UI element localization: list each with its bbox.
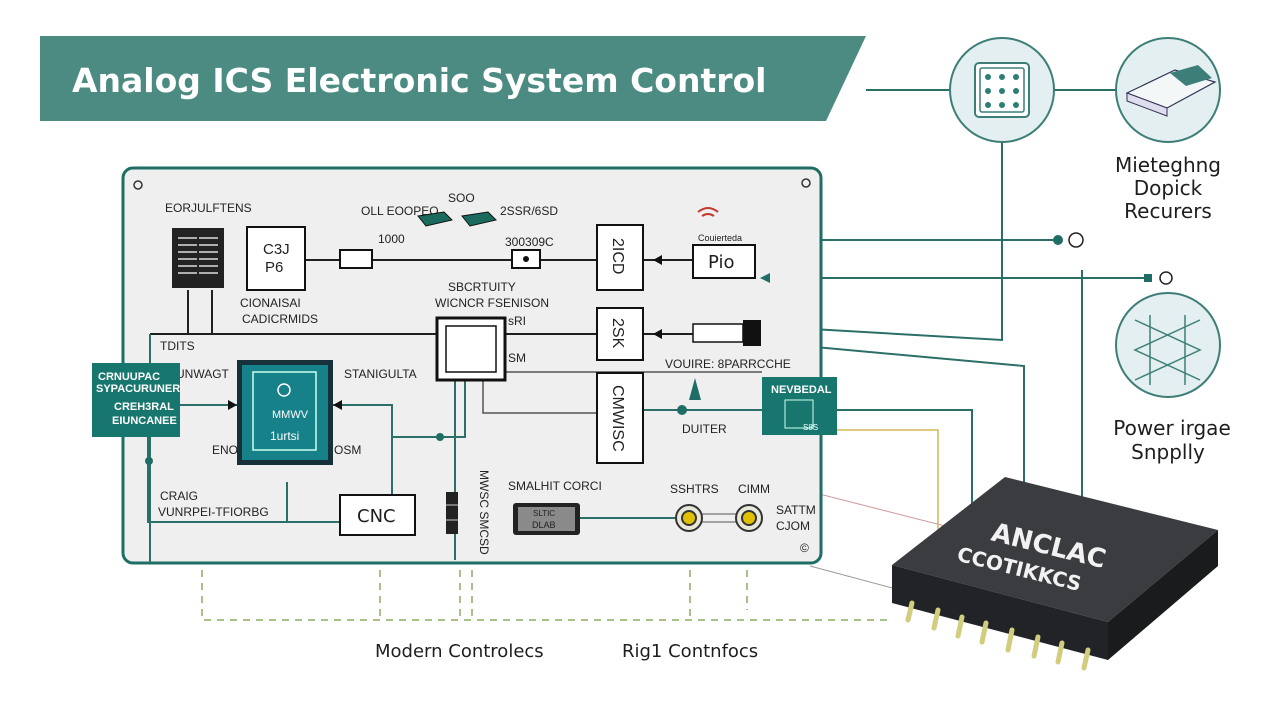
fuse-stack xyxy=(446,492,458,534)
svg-text:SOO: SOO xyxy=(448,191,475,205)
svg-text:UNWAGT: UNWAGT xyxy=(176,367,230,381)
svg-text:CRAIG: CRAIG xyxy=(160,489,198,503)
svg-text:2SK: 2SK xyxy=(609,318,626,349)
svg-text:SMALHIT CORCI: SMALHIT CORCI xyxy=(508,479,602,493)
svg-text:OLL EOOPEO: OLL EOOPEO xyxy=(361,204,439,218)
svg-text:Snpplly: Snpplly xyxy=(1131,440,1205,464)
svg-text:C3J: C3J xyxy=(263,241,290,258)
connector-icon xyxy=(1159,271,1173,285)
page-title: Analog ICS Electronic System Control xyxy=(72,61,767,100)
svg-text:SBCRTUITY: SBCRTUITY xyxy=(448,280,516,294)
sensor-plug xyxy=(692,320,761,346)
svg-text:CIONAISAI: CIONAISAI xyxy=(240,296,301,310)
svg-text:SM: SM xyxy=(508,351,526,365)
svg-text:CREH3RAL: CREH3RAL xyxy=(114,401,174,413)
svg-text:1urtsi: 1urtsi xyxy=(270,429,299,443)
title-banner xyxy=(40,36,866,121)
svg-text:MWSC SMCSD: MWSC SMCSD xyxy=(477,470,491,555)
cnc-box: CNC xyxy=(339,494,416,536)
grid-chip-node xyxy=(949,37,1055,143)
connector-icon xyxy=(1068,232,1084,248)
svg-text:SYPACURUNER: SYPACURUNER xyxy=(96,383,180,395)
teal-microcontroller: MMWV 1urtsi xyxy=(237,360,333,465)
capacitor-block xyxy=(172,228,224,288)
svg-text:CMWISC: CMWISC xyxy=(609,385,626,452)
svg-text:P6: P6 xyxy=(265,259,283,276)
right-controls-label: Rig1 Contnfocs xyxy=(622,641,758,662)
coax-connectors xyxy=(675,504,763,532)
svg-text:Couierteda: Couierteda xyxy=(698,233,742,243)
teal-box-left: CRNUUPAC SYPACURUNER CREH3RAL EIUNCANEE xyxy=(92,363,180,437)
svg-text:2ICD: 2ICD xyxy=(609,238,626,274)
svg-text:WICNCR FSENISON: WICNCR FSENISON xyxy=(435,296,549,310)
power-supply-node xyxy=(1115,292,1221,398)
nevbedal-box: NEVBEDAL S8S xyxy=(762,377,837,435)
svg-text:CADICRMIDS: CADICRMIDS xyxy=(242,312,318,326)
pio-box: Pio xyxy=(692,207,756,279)
svg-text:EIUNCANEE: EIUNCANEE xyxy=(112,415,177,427)
svg-text:CJOM: CJOM xyxy=(776,519,810,533)
svg-text:TDITS: TDITS xyxy=(160,339,195,353)
svg-text:2SSR/6SD: 2SSR/6SD xyxy=(500,204,558,218)
svg-text:S8S: S8S xyxy=(803,423,818,432)
security-module xyxy=(435,316,507,382)
board-labels: EORJULFTENS OLL EOOPEO SOO 2SSR/6SD 1000… xyxy=(158,191,816,555)
display-device: SLTIC DLAB xyxy=(513,503,580,535)
svg-text:SATTM: SATTM xyxy=(776,503,816,517)
resistor xyxy=(339,249,373,269)
svg-text:DLAB: DLAB xyxy=(532,520,556,530)
c3j-box: C3J P6 xyxy=(246,226,306,291)
svg-text:CNC: CNC xyxy=(357,506,396,527)
svg-text:MMWV: MMWV xyxy=(272,409,309,421)
svg-text:Recurers: Recurers xyxy=(1124,199,1212,223)
svg-text:NEVBEDAL: NEVBEDAL xyxy=(771,384,832,396)
svg-text:Pio: Pio xyxy=(708,252,734,273)
svg-text:ENO: ENO xyxy=(212,443,238,457)
svg-text:Dopick: Dopick xyxy=(1134,176,1203,200)
svg-text:Mieteghng: Mieteghng xyxy=(1115,153,1221,177)
sk-box: 2SK xyxy=(596,307,644,361)
copyright-mark: © xyxy=(800,541,809,555)
svg-text:sRI: sRI xyxy=(508,314,526,328)
svg-text:1000: 1000 xyxy=(378,232,405,246)
cmwisc-box: CMWISC xyxy=(596,372,644,464)
svg-text:Power irgae: Power irgae xyxy=(1113,416,1231,440)
probe-icon xyxy=(689,378,701,400)
svg-text:CIMM: CIMM xyxy=(738,482,770,496)
memory-module-node xyxy=(1115,37,1221,143)
icd-box: 2ICD xyxy=(596,224,644,291)
svg-text:DUITER: DUITER xyxy=(682,422,727,436)
svg-text:VOUIRE: 8PARRCCHE: VOUIRE: 8PARRCCHE xyxy=(665,357,791,371)
right-labels: Mieteghng Dopick Recurers Power irgae Sn… xyxy=(1113,153,1231,464)
relay-icons xyxy=(417,211,497,227)
svg-text:SLTIC: SLTIC xyxy=(533,509,555,518)
svg-text:EORJULFTENS: EORJULFTENS xyxy=(165,201,252,215)
svg-text:STANIGULTA: STANIGULTA xyxy=(344,367,417,381)
svg-text:SSHTRS: SSHTRS xyxy=(670,482,719,496)
analog-ic-chip: ANCLAC CCOTIKKCS xyxy=(892,477,1218,671)
wifi-icon xyxy=(697,207,719,217)
svg-text:VUNRPEI-TFIORBG: VUNRPEI-TFIORBG xyxy=(158,505,269,519)
svg-text:CRNUUPAC: CRNUUPAC xyxy=(98,371,160,383)
svg-text:300309C: 300309C xyxy=(505,235,554,249)
modern-controls-label: Modern Controlecs xyxy=(375,641,544,662)
svg-text:OSM: OSM xyxy=(334,443,361,457)
